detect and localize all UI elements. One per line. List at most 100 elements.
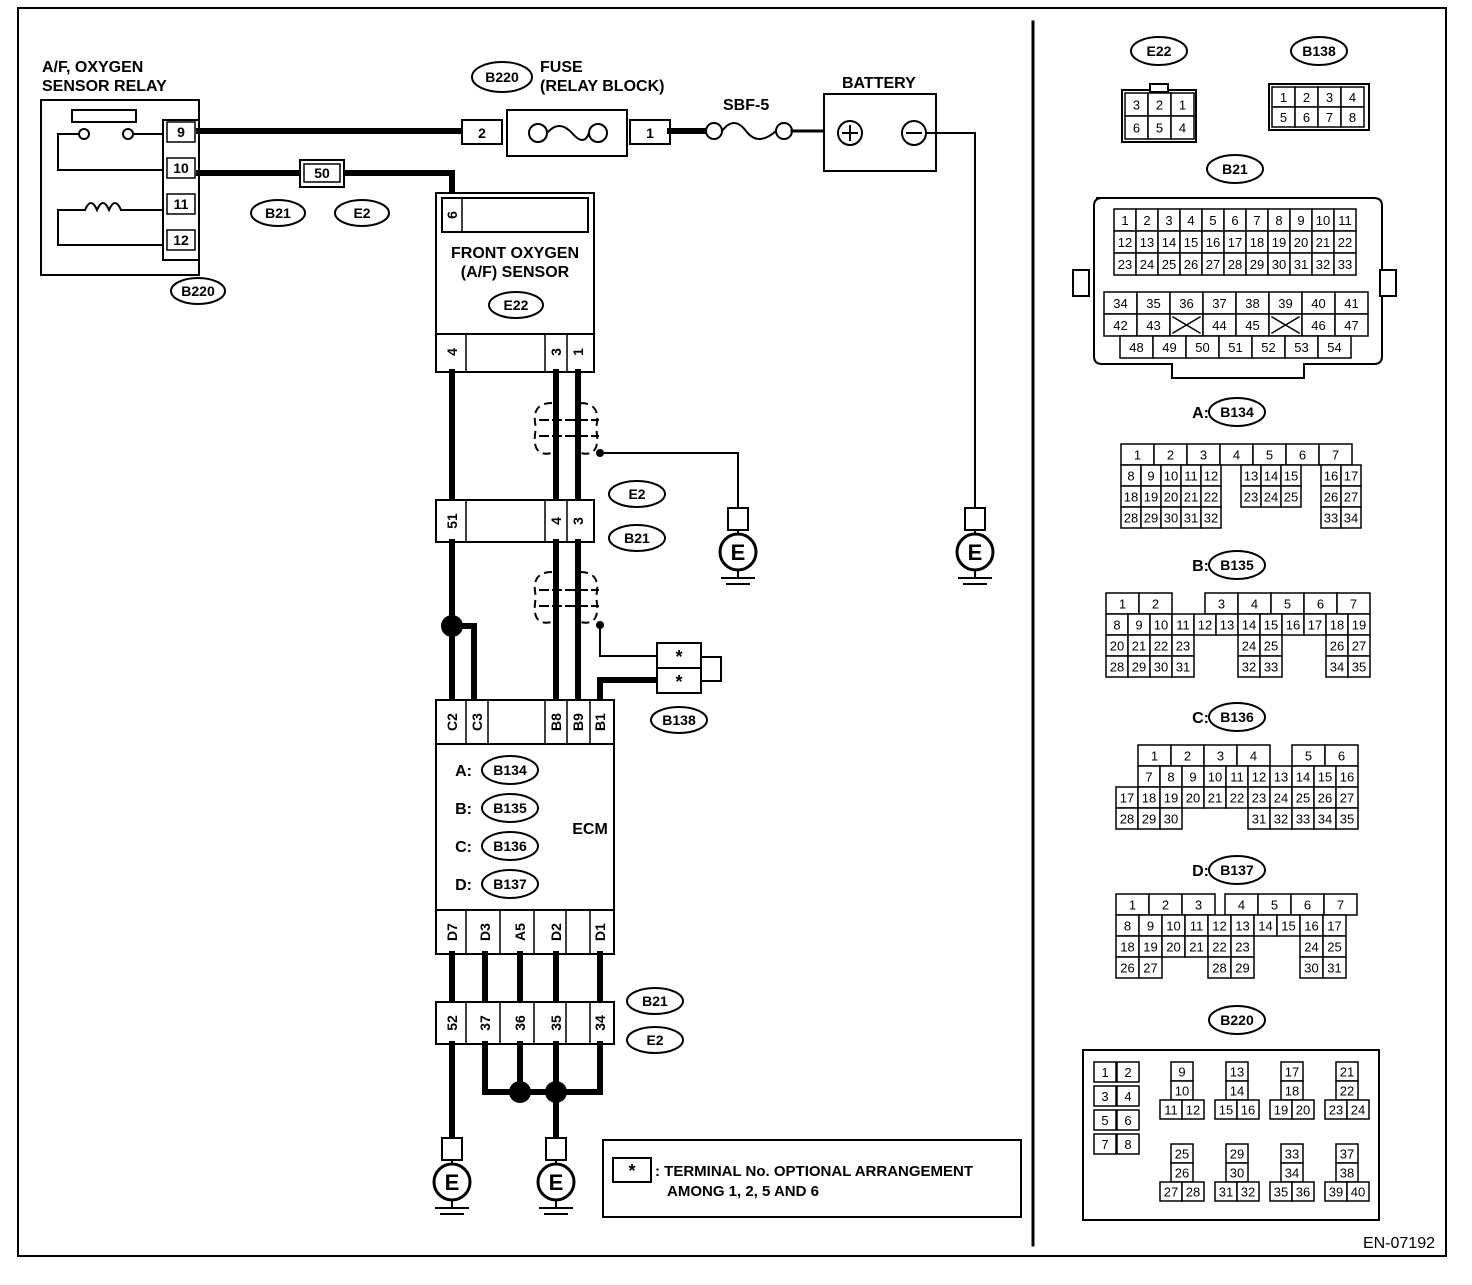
fuse-terminal-icon (528, 123, 548, 143)
pin-number: 38 (1245, 296, 1259, 311)
pin-number: 23 (1176, 639, 1190, 654)
pin-number: 16 (1286, 618, 1300, 633)
b138-pin-star: * (675, 647, 682, 667)
b138-tag-label: B138 (662, 712, 696, 728)
pin-number: 28 (1110, 660, 1124, 675)
pin-number: 27 (1206, 257, 1220, 272)
pin-number: 20 (1110, 639, 1124, 654)
relay-pin-11: 11 (174, 196, 189, 212)
pin-number: 13 (1244, 469, 1258, 484)
sbf-label: SBF-5 (723, 97, 769, 114)
pin-number: 29 (1250, 257, 1264, 272)
pin-number: 25 (1284, 490, 1298, 505)
ground-terminal (545, 1137, 567, 1161)
pin-number: 22 (1204, 490, 1218, 505)
pin-number: 5 (1305, 749, 1312, 764)
pin-number: 4 (1179, 121, 1186, 136)
pin-number: 21 (1340, 1065, 1354, 1080)
e22-tag (1130, 36, 1188, 66)
b220-pin (1291, 1181, 1315, 1202)
pin-number: 6 (1231, 213, 1238, 228)
b136-tag-label: B136 (1220, 709, 1254, 725)
pin-number: 21 (1189, 940, 1203, 955)
battery-title: BATTERY (842, 75, 916, 92)
ecm-connector-letter: A: (455, 763, 472, 780)
legend-text: : TERMINAL No. OPTIONAL ARRANGEMENT (655, 1163, 973, 1180)
pin-number: 10 (1175, 1084, 1189, 1099)
ecm-pin-B9: B9 (570, 713, 586, 731)
pin-number: 3 (1101, 1089, 1108, 1104)
pin-number: 6 (1299, 448, 1306, 463)
ground-label: E (968, 540, 983, 565)
pin-number: 14 (1296, 770, 1310, 785)
pin-number: 28 (1186, 1185, 1200, 1200)
relay-pin-12: 12 (173, 232, 189, 248)
pin-number: 32 (1204, 511, 1218, 526)
b21-pin (1333, 252, 1357, 276)
pin-number: 33 (1285, 1147, 1299, 1162)
pin-number: 33 (1264, 660, 1278, 675)
pin-number: 7 (1253, 213, 1260, 228)
joint-tag-b21 (250, 199, 306, 227)
ecm-connector-tag-B136-label: B136 (493, 838, 527, 854)
pin-number: 26 (1120, 961, 1134, 976)
fuse-pin-out: 1 (646, 125, 654, 141)
pin-number: 15 (1284, 469, 1298, 484)
pin-number: 28 (1228, 257, 1242, 272)
pin-number: 9 (1147, 919, 1154, 934)
pin-number: 2 (1152, 597, 1159, 612)
relay-contact-icon (122, 128, 134, 140)
pin-number: 26 (1318, 791, 1332, 806)
pin-number: 27 (1143, 961, 1157, 976)
pin-number: 23 (1329, 1103, 1343, 1118)
pin-number: 26 (1184, 257, 1198, 272)
joint-50-pin: 50 (314, 165, 330, 181)
pin-number: 16 (1340, 770, 1354, 785)
b135-tag-label: B135 (1220, 557, 1254, 573)
pin-number: 17 (1228, 235, 1242, 250)
shield-icon (533, 402, 599, 455)
pin-number: 30 (1230, 1166, 1244, 1181)
pin-number: 24 (1242, 639, 1256, 654)
b138-pin-star: * (675, 672, 682, 692)
pin-number: 48 (1129, 340, 1143, 355)
b135-pin (1259, 655, 1283, 678)
pin-number: 24 (1274, 791, 1288, 806)
pin-number: 6 (1303, 110, 1310, 125)
pin-number: 7 (1332, 448, 1339, 463)
pin-number: 9 (1297, 213, 1304, 228)
pin-number: 10 (1164, 469, 1178, 484)
pin-number: 1 (1280, 90, 1287, 105)
pin-number: 36 (1179, 296, 1193, 311)
ecm-pin-B1: B1 (592, 713, 608, 731)
pin-number: 24 (1264, 490, 1278, 505)
pin-number: 13 (1230, 1065, 1244, 1080)
pin-number: 43 (1146, 318, 1160, 333)
junction-dot (596, 449, 604, 457)
pin-number: 37 (1340, 1147, 1354, 1162)
pin-number: 24 (1140, 257, 1154, 272)
pin-number: 44 (1212, 318, 1226, 333)
joint-tag-b21 (626, 987, 684, 1015)
b136-letter: C: (1192, 710, 1209, 727)
pin-number: 23 (1252, 791, 1266, 806)
pin-number: 5 (1271, 898, 1278, 913)
b220-pin (1236, 1181, 1260, 1202)
ground-terminal (727, 507, 749, 531)
pin-number: 30 (1164, 511, 1178, 526)
pin-number: 20 (1164, 490, 1178, 505)
pin-number: 27 (1344, 490, 1358, 505)
b220-tag-label: B220 (1220, 1012, 1254, 1028)
joint-tag-e2-label: E2 (646, 1032, 663, 1048)
sbf-terminal-icon (705, 122, 723, 140)
pin-number: 9 (1135, 618, 1142, 633)
pin-number: 34 (1113, 296, 1127, 311)
pin-number: 18 (1330, 618, 1344, 633)
pin-number: 11 (1164, 1103, 1178, 1118)
pin-number: 4 (1187, 213, 1194, 228)
pin-number: 1 (1151, 749, 1158, 764)
b21-pin (1317, 335, 1352, 359)
fuse-element-icon (546, 125, 590, 141)
pin-number: 22 (1230, 791, 1244, 806)
